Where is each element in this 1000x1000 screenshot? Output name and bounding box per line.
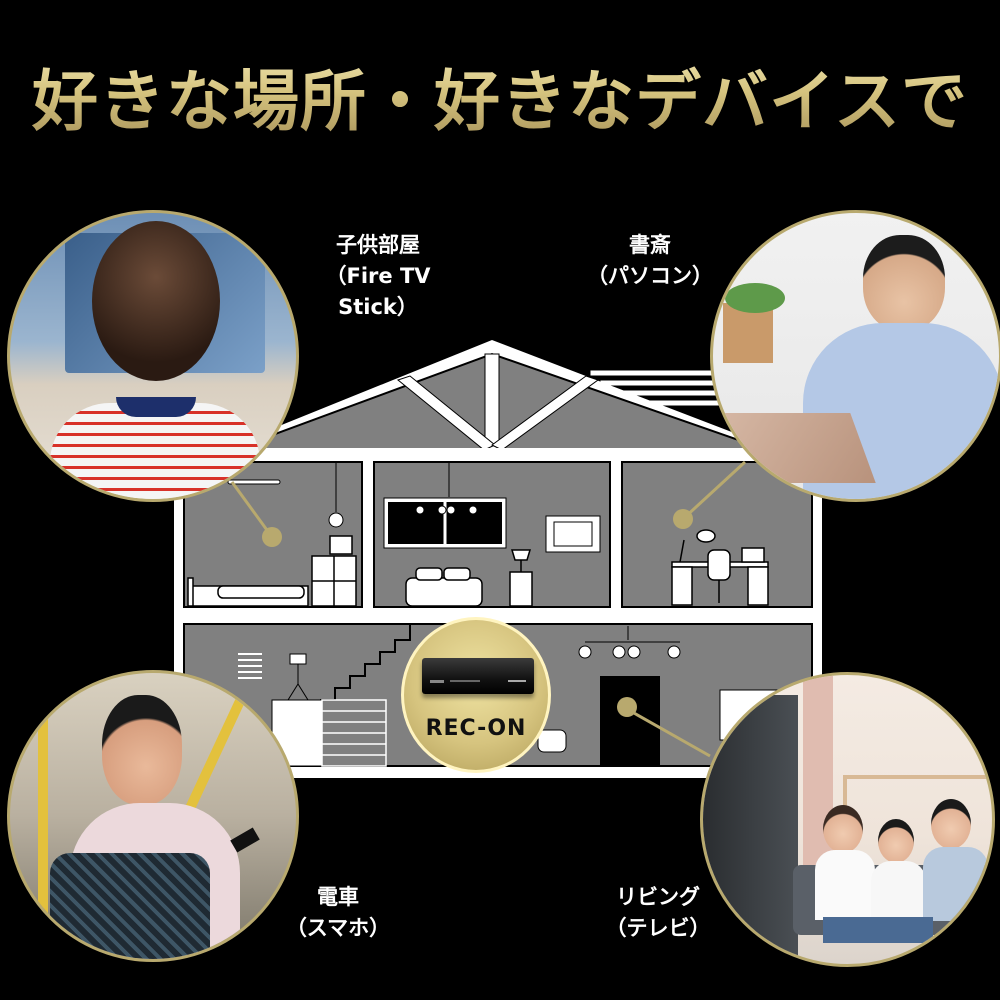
photo-train	[7, 670, 299, 962]
child-head	[92, 221, 220, 381]
recorder-device-icon	[422, 658, 534, 694]
chandelier-lower-icon	[578, 626, 681, 659]
location-label-study: 書斎 （パソコン）	[575, 230, 725, 292]
dot-living	[617, 697, 637, 717]
floor-lamp-icon	[509, 549, 533, 607]
dresser-icon	[311, 535, 357, 607]
room-name: 子供部屋	[336, 233, 420, 257]
tripod-lamp-icon	[287, 653, 309, 701]
location-label-kids-room: 子供部屋 （Fire TV Stick）	[288, 230, 468, 323]
pendant-lamp-icon	[328, 462, 344, 528]
chandelier-icon	[415, 462, 478, 515]
smartphone	[230, 827, 260, 853]
armchair-icon	[537, 729, 567, 753]
device-name: （テレビ）	[605, 916, 711, 940]
shelf-icon	[238, 653, 262, 679]
photo-living	[700, 672, 995, 967]
woman-head	[102, 695, 182, 805]
wall-art-icon	[545, 515, 601, 553]
location-label-living: リビング （テレビ）	[593, 882, 723, 944]
device-name: （スマホ）	[285, 916, 391, 940]
desk-icon	[671, 529, 769, 606]
family	[815, 799, 992, 943]
device-name: （パソコン）	[587, 264, 713, 288]
room-name: 電車	[317, 885, 359, 909]
room-name: リビング	[616, 885, 700, 909]
photo-study	[710, 210, 1000, 502]
location-dots	[262, 509, 693, 717]
product-badge: REC-ON	[401, 617, 551, 773]
tv-screen	[703, 695, 798, 964]
page-title: 好きな場所・好きなデバイスで	[0, 48, 1000, 144]
photo-kids-room	[7, 210, 299, 502]
dot-kids-room	[262, 527, 282, 547]
patterned-bag	[50, 853, 210, 959]
window-icon	[383, 497, 507, 549]
room-name: 書斎	[629, 233, 671, 257]
bed-double-icon	[405, 567, 483, 607]
staircase-icon	[320, 624, 411, 701]
drawers-icon	[321, 699, 387, 767]
product-name: REC-ON	[425, 716, 527, 741]
man-head	[863, 235, 945, 331]
device-name: （Fire TV Stick）	[325, 264, 431, 319]
laptop	[713, 413, 876, 483]
dot-study	[673, 509, 693, 529]
bed-icon	[187, 577, 309, 607]
striped-shirt	[50, 403, 260, 499]
location-label-train: 電車 （スマホ）	[278, 882, 398, 944]
